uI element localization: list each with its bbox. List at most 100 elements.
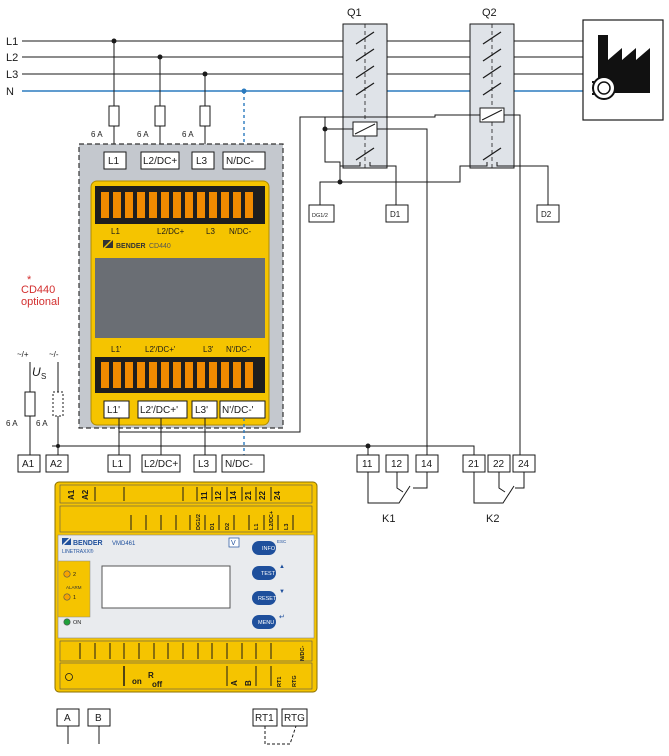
k2-term-21: 21	[468, 459, 480, 470]
vmd-series: LINETRAXX®	[62, 548, 94, 555]
control-wiring	[52, 114, 549, 455]
vmd-top-22: 22	[258, 491, 267, 500]
line-label-l2: L2	[6, 52, 18, 64]
note-line-2: optional	[21, 296, 60, 308]
vmd-brand: BENDER	[73, 540, 103, 547]
cd440-brand: BENDER	[116, 243, 146, 250]
fuse-l1-label: 6 A	[91, 130, 103, 139]
reset-button-label: RESET	[258, 596, 277, 602]
cd440-print-l3: L3	[206, 227, 215, 236]
cd440-print-l1: L1	[111, 227, 120, 236]
vmd-row2-d1: D1	[210, 523, 216, 530]
vmd-top-a2: A2	[81, 489, 90, 500]
supply-us-sub: S	[41, 372, 46, 381]
vmd-input-wiring	[56, 418, 245, 455]
relay-k1: 11 12 14 K1	[356, 454, 439, 525]
fuse-a1-label: 6 A	[6, 419, 18, 428]
supply-minus: ~/-	[49, 350, 59, 359]
vmd-row2-d2: D2	[225, 523, 231, 530]
cd440-top-terminal-2: L2/DC+	[143, 156, 177, 167]
vmd-bender-logo-icon	[62, 538, 71, 545]
supply-plus: ~/+	[17, 350, 29, 359]
vmd461-device: A1 A2 11 12 14 21 22 24 DG1/2 D1 D2 L1 L…	[54, 481, 318, 693]
menu-button-label: MENU	[258, 620, 274, 626]
bus-terminals: A B RT1 RTG	[56, 708, 308, 745]
cd440-print-l1p: L1'	[111, 345, 122, 354]
vmd-row2-dg: DG1/2	[196, 514, 202, 530]
up-arrow-icon: ▲	[279, 564, 285, 570]
k2-term-24: 24	[518, 459, 530, 470]
input-l1: L1	[112, 459, 124, 470]
k1-term-11: 11	[362, 459, 373, 470]
bus-a: A	[64, 713, 71, 724]
vmd-row2-l3: L3	[284, 524, 290, 530]
cd440-bottom-terminal-4: N'/DC-'	[222, 405, 254, 416]
bus-b: B	[95, 713, 102, 724]
terminal-dg12	[308, 204, 335, 223]
led-alarm-label: ALARM	[66, 585, 82, 590]
vmd-row2-l1: L1	[254, 524, 260, 530]
fuse-a2-label: 6 A	[36, 419, 48, 428]
vmd-bottom-a: A	[230, 680, 239, 686]
terminal-d2	[536, 204, 560, 223]
vmd-display	[101, 565, 231, 609]
test-button[interactable]	[252, 566, 276, 580]
vmd-top-14: 14	[229, 491, 238, 500]
cd440-print-l2p: L2'/DC+'	[145, 345, 176, 354]
relay-k2: 21 22 24 K2	[462, 454, 536, 525]
reset-button[interactable]	[252, 591, 276, 605]
cd440-optional-note: * CD440 optional	[21, 274, 60, 308]
cd440-model: CD440	[149, 243, 171, 250]
vmd-row2-l2: L2/DC+	[269, 511, 275, 530]
esc-label: ESC	[277, 539, 287, 544]
input-a1: A1	[22, 459, 35, 470]
info-button[interactable]	[252, 541, 276, 555]
test-button-label: TEST	[261, 571, 276, 577]
vmd-top-12: 12	[214, 491, 223, 500]
led-on	[63, 618, 71, 626]
contactor-q2: Q2	[469, 7, 515, 169]
cd440-print-l3p: L3'	[203, 345, 214, 354]
terminal-dg12-label: DG1/2	[312, 213, 328, 219]
switch-on: on	[132, 677, 142, 686]
cd440-top-terminal-3: L3	[196, 156, 208, 167]
terminal-d1-label: D1	[390, 210, 401, 219]
down-arrow-icon: ▼	[279, 589, 285, 595]
led-2-label: 2	[73, 572, 76, 578]
cd440-top-terminal-1: L1	[108, 156, 120, 167]
bus-rt1: RT1	[255, 713, 274, 724]
k1-label: K1	[382, 513, 395, 525]
aux-terminals: DG1/2 D1 D2	[308, 204, 560, 223]
switch-off: off	[152, 680, 163, 689]
enter-icon: ↵	[279, 614, 285, 621]
factory-motor-icon	[582, 19, 664, 121]
cd440-print-l2: L2/DC+	[157, 227, 185, 236]
cd440-bottom-terminal-2: L2'/DC+'	[140, 405, 178, 416]
vmd-input-terminals: A1 A2 L1 L2/DC+ L3 N/DC-	[17, 454, 265, 473]
led-1-label: 1	[73, 595, 76, 601]
vmd-top-a1: A1	[67, 489, 76, 500]
fuse-l3-label: 6 A	[182, 130, 194, 139]
vmd-bottom-n: N/DC-	[300, 646, 306, 661]
cd440-print-n: N/DC-	[229, 227, 252, 236]
vmd-top-24: 24	[273, 491, 282, 500]
supply-us: ~/+ ~/- U S 6 A 6 A	[6, 350, 64, 455]
input-a2: A2	[50, 459, 63, 470]
led-alarm-1	[63, 593, 71, 601]
k1-term-12: 12	[391, 459, 403, 470]
supply-us-main: U	[32, 365, 41, 379]
note-line-1: CD440	[21, 284, 55, 296]
k2-label: K2	[486, 513, 499, 525]
note-star: *	[27, 274, 32, 286]
info-button-label: INFO	[262, 546, 276, 552]
menu-button[interactable]	[252, 615, 276, 629]
input-l3: L3	[198, 459, 210, 470]
phase-fuses: 6 A 6 A 6 A	[91, 41, 245, 152]
cd440-top-terminal-4: N/DC-	[226, 156, 254, 167]
line-label-l1: L1	[6, 36, 18, 48]
vmd-bottom-b: B	[244, 680, 253, 686]
vmd-bottom-rt1: RT1	[277, 677, 283, 687]
cd440-bottom-terminal-3: L3'	[195, 405, 208, 416]
input-l2: L2/DC+	[144, 459, 178, 470]
